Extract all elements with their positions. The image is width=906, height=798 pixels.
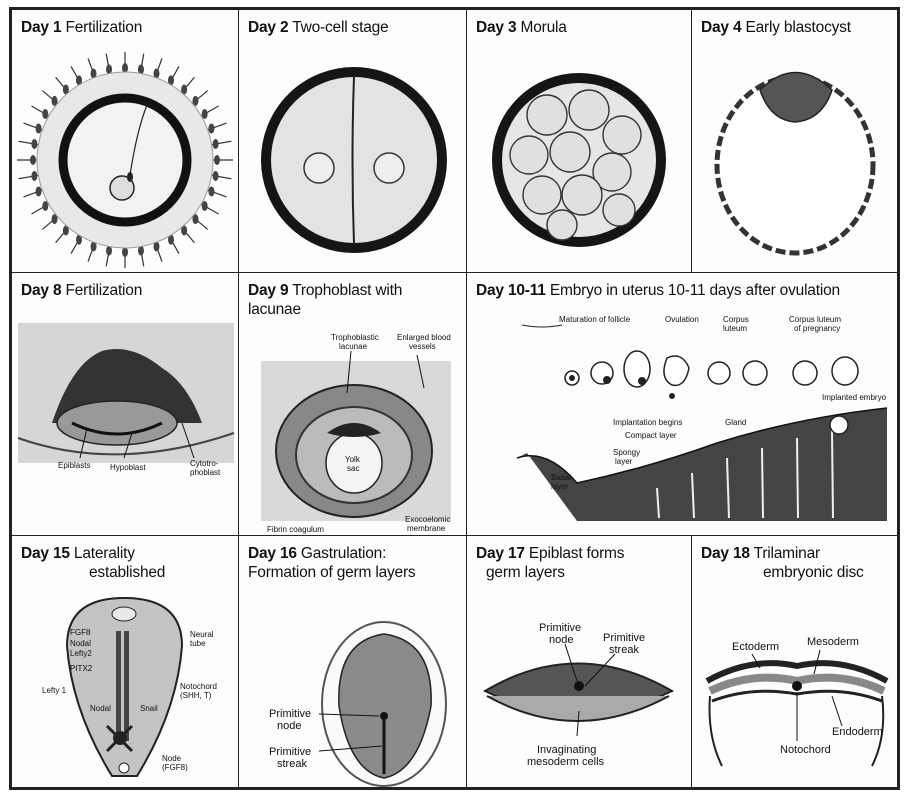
label-node-1: Node xyxy=(162,754,181,763)
label-exocoelomic-1: Exocoelomic xyxy=(405,515,450,524)
uterus-illustration xyxy=(467,273,898,536)
label-neural-1: Neural xyxy=(190,630,214,639)
panel-day-8: Day 8 Fertilization Epiblasts Hypoblast … xyxy=(11,272,239,536)
label-primitive-streak-2: streak xyxy=(609,644,639,656)
label-pitx2: PITX2 xyxy=(70,664,92,673)
label-invaginating-1: Invaginating xyxy=(537,744,596,756)
label-basal-2: layer xyxy=(551,482,568,491)
label-basal-1: Basal xyxy=(551,473,571,482)
label-node-2: (FGF8) xyxy=(162,763,188,772)
embryo-development-grid: Day 1 Fertilization Day 2 Two-cell stage… xyxy=(9,7,900,790)
label-ovulation: Ovulation xyxy=(665,315,699,324)
label-hypoblast: Hypoblast xyxy=(110,463,146,472)
lacunae-illustration xyxy=(239,273,467,536)
label-primitive-node-1: Primitive xyxy=(539,622,581,634)
panel-day-2: Day 2 Two-cell stage xyxy=(238,9,467,273)
label-epiblasts: Epiblasts xyxy=(58,461,90,470)
label-primitive-node-2: node xyxy=(549,634,573,646)
label-corpus-1: Corpus xyxy=(723,315,749,324)
label-implanted: Implanted embryo xyxy=(822,393,886,402)
morula-illustration xyxy=(467,10,692,273)
implantation-day8-illustration xyxy=(12,273,239,536)
label-spongy-2: layer xyxy=(615,457,632,466)
label-lefty2: Lefty2 xyxy=(70,649,92,658)
label-lacunae-2: lacunae xyxy=(339,342,367,351)
label-corpus-preg-1: Corpus luteum xyxy=(789,315,841,324)
label-spongy-1: Spongy xyxy=(613,448,640,457)
label-maturation: Maturation of follicle xyxy=(559,315,630,324)
label-vessels-1: Enlarged blood xyxy=(397,333,451,342)
blastocyst-illustration xyxy=(692,10,898,273)
label-nodal-2: Nodal xyxy=(90,704,111,713)
label-corpus-preg-2: of pregnancy xyxy=(794,324,840,333)
panel-day-1: Day 1 Fertilization xyxy=(11,9,239,273)
label-endoderm: Endoderm xyxy=(832,726,883,738)
label-notochord-2: (SHH, T) xyxy=(180,691,211,700)
label-vessels-2: vessels xyxy=(409,342,436,351)
laterality-illustration xyxy=(12,536,239,788)
label-gland: Gland xyxy=(725,418,746,427)
label-fibrin: Fibrin coagulum xyxy=(267,525,324,534)
panel-day-10-11: Day 10-11 Embryo in uterus 10-11 days af… xyxy=(466,272,898,536)
label-invaginating-2: mesoderm cells xyxy=(527,756,604,768)
label-yolk-1: Yolk xyxy=(345,455,360,464)
panel-day-16: Day 16 Gastrulation:Formation of germ la… xyxy=(238,535,467,788)
label-primitive-streak-1: Primitive xyxy=(269,746,311,758)
two-cell-illustration xyxy=(239,10,467,273)
label-cytotrophoblast-1: Cytotro- xyxy=(190,459,218,468)
label-primitive-streak-1: Primitive xyxy=(603,632,645,644)
label-snail: Snail xyxy=(140,704,158,713)
label-lefty1: Lefty 1 xyxy=(42,686,66,695)
label-implantation: Implantation begins xyxy=(613,418,682,427)
label-fgf8: FGF8 xyxy=(70,628,90,637)
label-notochord-1: Notochord xyxy=(180,682,217,691)
panel-day-4: Day 4 Early blastocyst xyxy=(691,9,898,273)
label-ectoderm: Ectoderm xyxy=(732,641,779,653)
label-lacunae-1: Trophoblastic xyxy=(331,333,379,342)
label-yolk-2: sac xyxy=(347,464,359,473)
fertilization-illustration xyxy=(12,10,239,273)
label-cytotrophoblast-2: phoblast xyxy=(190,468,220,477)
label-nodal: Nodal xyxy=(70,639,91,648)
label-corpus-2: luteum xyxy=(723,324,747,333)
label-primitive-node-2: node xyxy=(277,720,301,732)
label-mesoderm: Mesoderm xyxy=(807,636,859,648)
label-compact: Compact layer xyxy=(625,431,677,440)
label-primitive-streak-2: streak xyxy=(277,758,307,770)
label-exocoelomic-2: membrane xyxy=(407,524,445,533)
panel-day-3: Day 3 Morula xyxy=(466,9,692,273)
label-notochord: Notochord xyxy=(780,744,831,756)
label-neural-2: tube xyxy=(190,639,206,648)
label-primitive-node-1: Primitive xyxy=(269,708,311,720)
